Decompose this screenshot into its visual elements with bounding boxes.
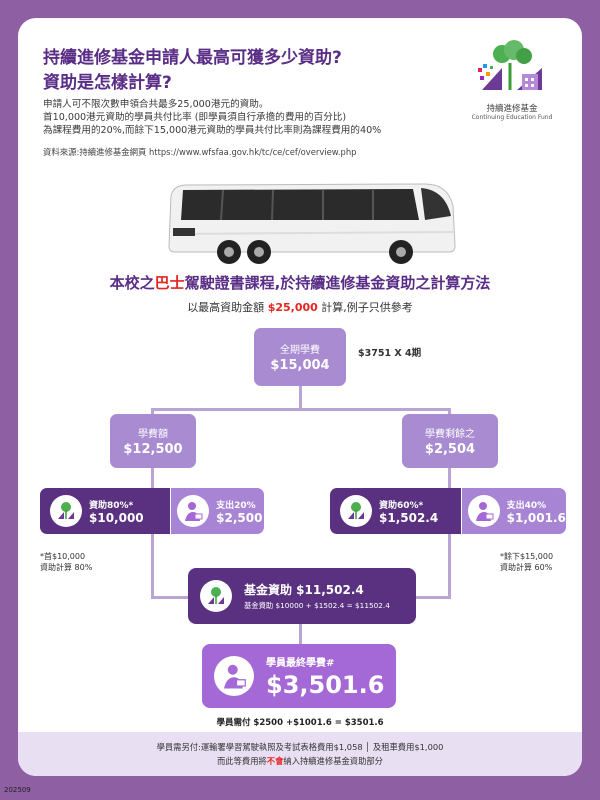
right-pay-label: 支出40% [506,500,547,511]
footer-line-2-post: 納入持續進修基金資助部分 [283,756,383,766]
footer-line-2-highlight: 不會 [266,756,284,766]
fund-subsidy-label: 基金資助 $11,502.4 [244,583,364,597]
left-subsidy-label: 資助80%* [89,500,134,511]
total-fee-note: $3751 X 4期 [358,348,422,359]
left-subsidy-value: $10,000 [89,510,144,525]
section-sub-post: 計算,例子只供參考 [317,301,413,314]
remaining-fee-label: 學費剩餘之 [425,429,475,440]
left-subsidy-cell: 資助80%*$10,000 [40,488,171,534]
logo-name-en: Continuing Education Fund [471,114,553,121]
right-subsidy-value: $1,502.4 [379,510,439,525]
connector-line [448,468,451,488]
student-icon [467,495,500,527]
footer-line-2-pre: 而此等費用將 [217,756,267,766]
fund-subsidy-formula: 基金資助 $10000 + $1502.4 = $11502.4 [244,601,390,610]
connector-line [415,596,451,599]
left-note: *首$10,000 資助計算 80% [40,551,92,573]
connector-line [448,534,451,598]
right-subsidy-label: 資助60%* [379,500,424,511]
left-pay-cell: 支出20%$2,500 [170,488,264,534]
first-fee-box: 學費額 $12,500 [110,414,196,468]
source-text: 資料來源:持續進修基金網頁 https://www.wfsfaa.gov.hk/… [43,147,357,157]
final-fee-value: $3,501.6 [266,670,385,699]
fund-subsidy-box: 基金資助 $11,502.4 基金資助 $10000 + $1502.4 = $… [188,568,416,624]
connector-line [151,534,154,598]
connector-line [151,468,154,488]
intro-line-1: 申請人可不限次數申領合共最多25,000港元的資助。 [43,99,269,110]
tree-logo-icon [478,40,542,90]
remaining-fee-value: $2,504 [424,442,476,457]
poster-card: 持續進修基金申請人最高可獲多少資助? 資助是怎樣計算? 申請人可不限次數申領合共… [18,18,582,776]
connector-line [151,408,451,411]
first-fee-label: 學費額 [138,429,168,440]
connector-line [299,623,302,645]
connector-line [299,386,302,410]
first-fee-value: $12,500 [123,442,183,457]
total-fee-box: 全期學費 $15,004 [254,328,346,386]
section-subtitle: 以最高資助金額 $25,000 計算,例子只供參考 [18,299,582,315]
section-title-post: 駕駛證書課程,於持續進修基金資助之計算方法 [184,274,491,292]
left-split-panel: 資助80%*$10,000 支出20%$2,500 [40,488,264,534]
right-pay-value: $1,001.6 [506,510,566,525]
intro-text: 申請人可不限次數申領合共最多25,000港元的資助。 首10,000港元資助的學… [43,98,381,137]
cef-small-logo-icon [200,580,232,612]
footer-note: 學員需另付:運輸署學習駕駛執照及考試表格費用$1,058 │ 及租車費用$1,0… [18,732,582,776]
section-title-highlight: 巴士 [154,274,185,292]
left-pay-value: $2,500 [216,510,263,525]
footer-line-1: 學員需另付:運輸署學習駕駛執照及考試表格費用$1,058 │ 及租車費用$1,0… [156,742,444,752]
left-note-line-2: 資助計算 80% [40,563,93,572]
right-subsidy-cell: 資助60%*$1,502.4 [330,488,461,534]
right-note: *餘下$15,000 資助計算 60% [500,551,553,573]
final-fee-box: 學員最終學費# $3,501.6 [202,644,396,708]
right-split-panel: 資助60%*$1,502.4 支出40%$1,001.6 [330,488,566,534]
student-icon [177,495,210,527]
connector-line [151,596,189,599]
section-title: 本校之巴士駕駛證書課程,於持續進修基金資助之計算方法 [18,272,582,293]
logo-name-zh: 持續進修基金 [486,104,538,114]
student-icon [214,656,254,696]
page-title: 持續進修基金申請人最高可獲多少資助? 資助是怎樣計算? [43,46,342,96]
left-pay-label: 支出20% [216,500,256,511]
final-fee-label: 學員最終學費# [266,657,335,669]
cef-logo: 持續進修基金 Continuing Education Fund [462,38,562,121]
bus-image [168,183,456,264]
title-line-2: 資助是怎樣計算? [43,73,172,93]
section-sub-highlight: $25,000 [267,301,318,314]
document-code: 202509 [4,786,31,794]
intro-line-2: 首10,000港元資助的學員共付比率 (即學員須自行承擔的費用的百分比) [43,112,347,123]
total-fee-value: $15,004 [270,358,330,373]
intro-line-3: 為課程費用的20%,而餘下15,000港元資助的學員共付比率則為課程費用的40% [43,125,382,136]
right-pay-cell: 支出40%$1,001.6 [460,488,566,534]
section-title-pre: 本校之 [109,274,155,292]
footer-line-2: 而此等費用將不會納入持續進修基金資助部分 [18,754,582,768]
section-sub-pre: 以最高資助金額 [187,301,268,314]
cef-small-logo-icon [50,495,82,527]
remaining-fee-box: 學費剩餘之 $2,504 [402,414,498,468]
left-note-line-1: *首$10,000 [40,552,86,561]
total-fee-label: 全期學費 [280,345,320,356]
student-pays-text: 學員需付 $2500 +$1001.6 = $3501.6 [216,718,384,728]
right-note-line-1: *餘下$15,000 [500,552,554,561]
right-note-line-2: 資助計算 60% [500,563,553,572]
title-line-1: 持續進修基金申請人最高可獲多少資助? [43,48,342,68]
cef-small-logo-icon [340,495,372,527]
